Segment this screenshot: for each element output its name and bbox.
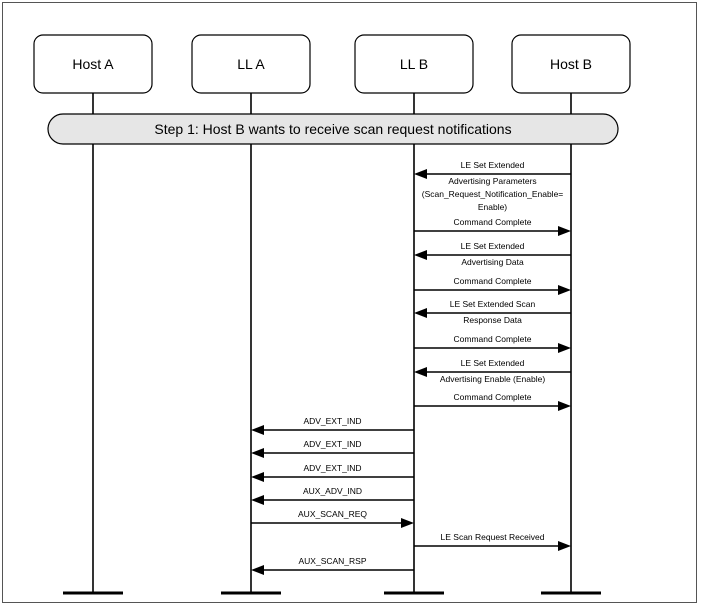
message: ADV_EXT_IND (251, 439, 414, 458)
message-label: LE Set Extended (461, 241, 525, 251)
arrow-head-icon (414, 169, 427, 179)
step-banner: Step 1: Host B wants to receive scan req… (47, 113, 619, 145)
message-label: LE Scan Request Received (441, 532, 545, 542)
message: AUX_ADV_IND (251, 486, 414, 505)
message-label: ADV_EXT_IND (303, 463, 361, 473)
message: AUX_SCAN_REQ (251, 509, 414, 528)
message-label: LE Set Extended Scan (450, 299, 536, 309)
arrow-head-icon (251, 495, 264, 505)
message-label: Command Complete (454, 392, 532, 402)
message-label: Response Data (463, 315, 522, 325)
arrow-head-icon (414, 367, 427, 377)
arrow-head-icon (558, 226, 571, 236)
message: ADV_EXT_IND (251, 416, 414, 435)
message-label: AUX_ADV_IND (303, 486, 362, 496)
participant-boxes: Host A LL A LL B Host B (33, 34, 631, 94)
participant-label-host-a: Host A (72, 56, 114, 72)
lifelines (63, 93, 601, 595)
message: Command Complete (414, 392, 571, 411)
message: LE Scan Request Received (414, 532, 571, 551)
message-label: AUX_SCAN_RSP (298, 556, 366, 566)
step-label: Step 1: Host B wants to receive scan req… (154, 121, 511, 137)
participant-box-host-a (33, 34, 153, 94)
message-label: (Scan_Request_Notification_Enable= (422, 189, 564, 199)
message-label: Enable) (478, 202, 507, 212)
arrow-head-icon (251, 448, 264, 458)
message: Command Complete (414, 217, 571, 236)
arrow-head-icon (558, 285, 571, 295)
message-label: Advertising Data (461, 257, 524, 267)
arrow-head-icon (558, 401, 571, 411)
message-label: LE Set Extended (461, 358, 525, 368)
participant-box-ll-b (354, 34, 474, 94)
message-label: Advertising Enable (Enable) (440, 374, 546, 384)
participant-label-host-b: Host B (550, 56, 592, 72)
step-bar (47, 113, 619, 145)
arrow-head-icon (401, 518, 414, 528)
arrow-head-icon (251, 472, 264, 482)
message-label: ADV_EXT_IND (303, 416, 361, 426)
message: AUX_SCAN_RSP (251, 556, 414, 575)
arrow-head-icon (558, 541, 571, 551)
message: Command Complete (414, 334, 571, 353)
message-label: Command Complete (454, 217, 532, 227)
message-label: Command Complete (454, 334, 532, 344)
arrow-head-icon (558, 343, 571, 353)
arrow-head-icon (414, 308, 427, 318)
message-label: Advertising Parameters (448, 176, 536, 186)
message: ADV_EXT_IND (251, 463, 414, 482)
arrow-head-icon (251, 565, 264, 575)
message-label: ADV_EXT_IND (303, 439, 361, 449)
message-label: Command Complete (454, 276, 532, 286)
participant-box-host-b (511, 34, 631, 94)
participant-label-ll-b: LL B (400, 56, 428, 72)
message-label: AUX_SCAN_REQ (298, 509, 367, 519)
message: Command Complete (414, 276, 571, 295)
message-label: LE Set Extended (461, 160, 525, 170)
arrow-head-icon (414, 250, 427, 260)
participant-label-ll-a: LL A (237, 56, 265, 72)
arrow-head-icon (251, 425, 264, 435)
participant-box-ll-a (191, 34, 311, 94)
